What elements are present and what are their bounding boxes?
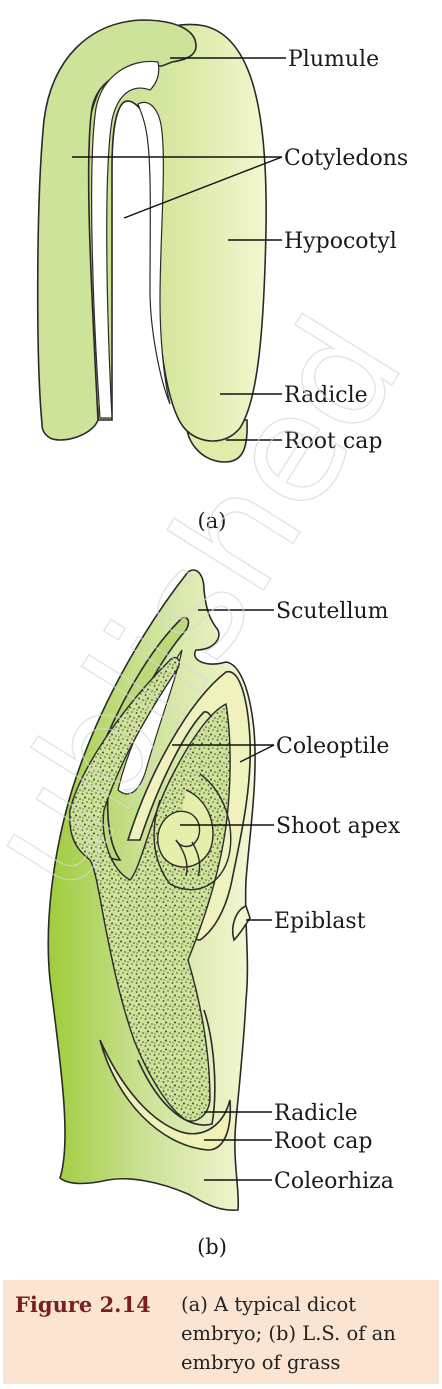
shoot-apex-spiral	[153, 773, 232, 891]
caption-line-2: embryo; (b) L.S. of an	[181, 1322, 396, 1345]
grass-leader-lines	[172, 609, 275, 1181]
label-plumule: Plumule	[288, 47, 379, 72]
label-radicle-b: Radicle	[274, 1101, 358, 1126]
label-root-cap-b: Root cap	[274, 1129, 372, 1154]
root-cap-b-shape	[99, 1039, 232, 1151]
panel-label-b: (b)	[197, 1235, 227, 1259]
label-root-cap-a: Root cap	[284, 429, 382, 454]
caption-text: (a) A typical dicot embryo; (b) L.S. of …	[181, 1290, 431, 1377]
radicle-shape	[137, 1009, 216, 1126]
dicot-embryo-drawing	[36, 19, 267, 463]
label-shoot-apex: Shoot apex	[276, 814, 401, 839]
label-coleorhiza: Coleorhiza	[274, 1169, 394, 1194]
label-scutellum: Scutellum	[276, 599, 389, 624]
label-radicle-a: Radicle	[284, 383, 368, 408]
panel-label-a: (a)	[198, 509, 227, 533]
dicot-leader-lines	[72, 57, 286, 441]
label-cotyledons: Cotyledons	[284, 146, 408, 171]
caption-title: Figure 2.14	[15, 1292, 151, 1317]
left-cotyledon-shape	[36, 19, 197, 441]
dicot-labels: Plumule Cotyledons Hypocotyl Radicle Roo…	[198, 47, 409, 533]
label-coleoptile: Coleoptile	[276, 734, 389, 759]
figure-caption: Figure 2.14 (a) A typical dicot embryo; …	[3, 1280, 439, 1384]
epiblast-shape	[231, 904, 251, 942]
caption-line-3: embryo of grass	[181, 1351, 341, 1374]
label-hypocotyl: Hypocotyl	[284, 229, 397, 254]
embryonic-axis	[69, 656, 231, 1122]
grass-embryo-drawing	[47, 569, 256, 1211]
grass-labels: Scutellum Coleoptile Shoot apex Epiblast…	[197, 599, 401, 1259]
label-epiblast: Epiblast	[274, 909, 366, 934]
caption-line-1: (a) A typical dicot	[181, 1293, 357, 1316]
cotyledon-gap	[91, 60, 160, 419]
hypocotyl-gap	[137, 101, 171, 405]
